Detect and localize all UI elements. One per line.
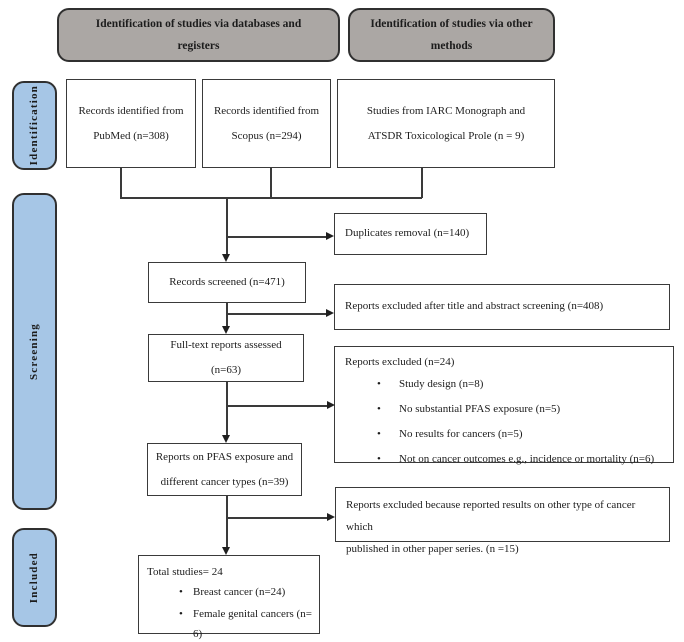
header-other-line2: methods bbox=[430, 40, 473, 52]
connector-pubmed-stub bbox=[120, 168, 122, 198]
connector-to-other-cancer bbox=[226, 517, 327, 519]
pubmed-line2: PubMed (n=308) bbox=[93, 129, 169, 142]
bullet-icon: • bbox=[179, 586, 183, 599]
other-cancer-line2: published in other paper series. (n =15) bbox=[346, 543, 519, 555]
excluded-bullet-results-text: No results for cancers (n=5) bbox=[399, 428, 523, 441]
excluded-bullet-outcomes: • Not on cancer outcomes e.g., incidence… bbox=[345, 449, 669, 470]
connector-to-pfas bbox=[226, 382, 228, 436]
arrowhead-right-excluded-fulltext bbox=[327, 401, 335, 409]
header-databases-registers: Identification of studies via databases … bbox=[57, 8, 340, 62]
connector-scopus-stub bbox=[270, 168, 272, 198]
stage-included: Included bbox=[12, 528, 57, 627]
header-other-methods: Identification of studies via other meth… bbox=[348, 8, 555, 62]
header-databases-line2: registers bbox=[177, 40, 220, 52]
excluded-bullet-outcomes-text: Not on cancer outcomes e.g., incidence o… bbox=[399, 453, 655, 466]
box-fulltext-assessed: Full-text reports assessed (n=63) bbox=[148, 334, 304, 382]
iarc-line1: Studies from IARC Monograph and bbox=[366, 104, 526, 117]
arrowhead-right-duplicates bbox=[326, 232, 334, 240]
excluded-fulltext-title: Reports excluded (n=24) bbox=[345, 356, 455, 368]
records-screened-text: Records screened (n=471) bbox=[169, 276, 285, 288]
connector-to-title-abstract bbox=[226, 313, 327, 315]
duplicates-text: Duplicates removal (n=140) bbox=[345, 227, 470, 240]
box-excluded-fulltext: Reports excluded (n=24) • Study design (… bbox=[334, 346, 674, 465]
stage-screening: Screening bbox=[12, 193, 57, 510]
stage-screening-label: Screening bbox=[27, 322, 40, 381]
box-excluded-title-abstract: Reports excluded after title and abstrac… bbox=[334, 284, 670, 330]
scopus-line2: Scopus (n=294) bbox=[231, 129, 302, 142]
bullet-icon: • bbox=[179, 608, 183, 621]
stage-identification: Identification bbox=[12, 81, 57, 170]
box-studies-iarc-atsdr: Studies from IARC Monograph and ATSDR To… bbox=[337, 79, 555, 168]
pfas-line1: Reports on PFAS exposure and bbox=[155, 450, 294, 463]
fulltext-line2: (n=63) bbox=[210, 364, 242, 376]
box-duplicates-removal: Duplicates removal (n=140) bbox=[334, 213, 487, 255]
connector-to-excluded-fulltext bbox=[226, 405, 327, 407]
excluded-bullet-design-text: Study design (n=8) bbox=[399, 378, 484, 391]
bullet-icon: • bbox=[377, 453, 381, 466]
header-databases-line1: Identification of studies via databases … bbox=[95, 18, 302, 30]
other-cancer-line1: Reports excluded because reported result… bbox=[346, 499, 636, 533]
box-pfas-reports: Reports on PFAS exposure and different c… bbox=[147, 443, 302, 496]
pubmed-line1: Records identified from bbox=[78, 104, 184, 117]
pfas-line2: different cancer types (n=39) bbox=[160, 475, 289, 488]
excluded-bullet-design: • Study design (n=8) bbox=[345, 374, 669, 395]
connector-iarc-stub bbox=[421, 168, 423, 198]
total-bullet-breast-text: Breast cancer (n=24) bbox=[193, 586, 286, 599]
excluded-bullet-results: • No results for cancers (n=5) bbox=[345, 424, 669, 445]
total-studies-title: Total studies= 24 bbox=[147, 566, 223, 578]
excluded-bullet-exposure: • No substantial PFAS exposure (n=5) bbox=[345, 399, 669, 420]
stage-identification-label: Identification bbox=[27, 85, 40, 166]
excluded-bullet-exposure-text: No substantial PFAS exposure (n=5) bbox=[399, 403, 561, 416]
fulltext-line1: Full-text reports assessed bbox=[170, 339, 282, 351]
bullet-icon: • bbox=[377, 378, 381, 391]
total-bullet-breast: • Breast cancer (n=24) bbox=[147, 582, 315, 602]
bullet-icon: • bbox=[377, 428, 381, 441]
arrowhead-down-pfas bbox=[222, 435, 230, 443]
stage-included-label: Included bbox=[27, 551, 40, 604]
arrowhead-down-total bbox=[222, 547, 230, 555]
arrowhead-right-title-abstract bbox=[326, 309, 334, 317]
bullet-icon: • bbox=[377, 403, 381, 416]
total-bullet-genital: • Female genital cancers (n= 6) bbox=[147, 604, 315, 642]
connector-to-fulltext bbox=[226, 303, 228, 327]
header-other-line1: Identification of studies via other bbox=[370, 18, 533, 30]
arrowhead-right-other-cancer bbox=[327, 513, 335, 521]
box-records-scopus: Records identified from Scopus (n=294) bbox=[202, 79, 331, 168]
connector-to-total bbox=[226, 496, 228, 548]
total-bullet-genital-text: Female genital cancers (n= 6) bbox=[193, 608, 312, 641]
connector-to-duplicates bbox=[227, 236, 327, 238]
connector-merge-horizontal bbox=[120, 197, 422, 199]
box-excluded-other-cancer: Reports excluded because reported result… bbox=[335, 487, 670, 555]
box-records-pubmed: Records identified from PubMed (n=308) bbox=[66, 79, 196, 168]
title-abstract-text: Reports excluded after title and abstrac… bbox=[345, 300, 604, 313]
iarc-line2: ATSDR Toxicological Prole (n = 9) bbox=[367, 129, 525, 142]
connector-to-records-screened bbox=[226, 198, 228, 255]
box-records-screened: Records screened (n=471) bbox=[148, 262, 306, 303]
scopus-line1: Records identified from bbox=[213, 104, 320, 117]
box-total-studies: Total studies= 24 • Breast cancer (n=24)… bbox=[138, 555, 320, 640]
arrowhead-down-fulltext bbox=[222, 326, 230, 334]
arrowhead-down-records-screened bbox=[222, 254, 230, 262]
